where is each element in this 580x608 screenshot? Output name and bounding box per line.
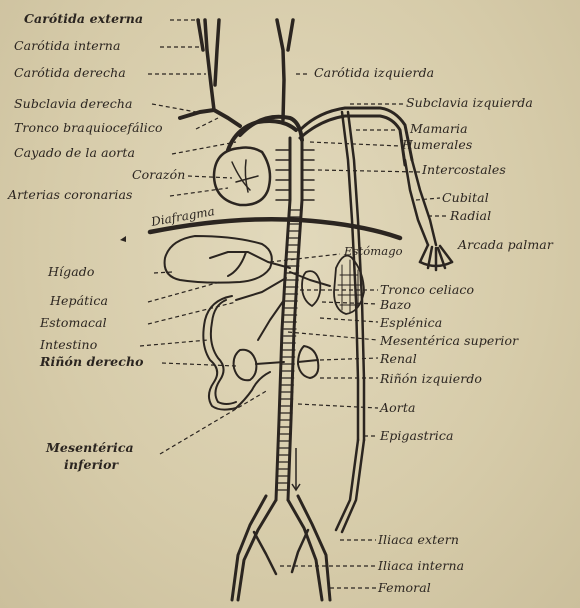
epigastric-lower — [336, 440, 364, 532]
spleen — [302, 271, 320, 306]
intercostal-arteries — [276, 150, 314, 200]
superior-mesenteric-artery — [258, 300, 284, 340]
label-humerales: Humerales — [402, 137, 472, 152]
label-corazon: Corazón — [132, 167, 185, 182]
label-carotida-derecha: Carótida derecha — [14, 65, 126, 80]
descending-aorta — [276, 138, 302, 500]
label-carotida-externa: Carótida externa — [24, 11, 143, 26]
liver — [165, 236, 272, 283]
label-carotida-interna: Carótida interna — [14, 38, 121, 53]
label-radial: Radial — [450, 208, 491, 223]
label-mesenterica-superior: Mesentérica superior — [380, 333, 518, 348]
celiac-trunk-branches — [210, 252, 330, 300]
label-mesenterica-inferior-2: inferior — [64, 457, 118, 472]
label-esplenica: Esplénica — [380, 315, 442, 330]
label-rinon-izquierdo: Riñón izquierdo — [380, 371, 482, 386]
flow-arrow — [292, 448, 300, 490]
common-iliac-arteries — [232, 496, 330, 600]
label-epigastrica: Epigastrica — [380, 428, 454, 443]
label-arterias-coronarias: Arterias coronarias — [8, 187, 133, 202]
stray-mark — [120, 236, 126, 242]
label-arcada-palmar: Arcada palmar — [458, 237, 553, 252]
label-bazo: Bazo — [380, 297, 411, 312]
label-aorta: Aorta — [380, 400, 416, 415]
right-subclavian-artery — [180, 110, 240, 126]
internal-iliac-arteries — [254, 530, 308, 574]
right-carotid-artery — [198, 20, 219, 110]
label-femoral: Femoral — [378, 580, 431, 595]
label-mamaria: Mamaria — [410, 121, 468, 136]
label-tronco-celiaco: Tronco celiaco — [380, 282, 474, 297]
label-intercostales: Intercostales — [422, 162, 506, 177]
right-kidney — [234, 350, 257, 381]
label-subclavia-derecha: Subclavia derecha — [14, 96, 133, 111]
label-hepatica: Hepática — [50, 293, 108, 308]
label-estomacal: Estomacal — [40, 315, 107, 330]
label-renal: Renal — [380, 351, 417, 366]
left-subclavian-artery — [300, 108, 412, 165]
label-estomago: Estómago — [344, 244, 403, 258]
label-intestino: Intestino — [40, 337, 97, 352]
label-higado: Hígado — [48, 264, 94, 279]
label-subclavia-izquierda: Subclavia izquierda — [406, 95, 533, 110]
label-mesenterica-inferior-1: Mesentérica — [46, 440, 134, 455]
label-tronco-braquiocefalico: Tronco braquiocefálico — [14, 120, 163, 135]
left-carotid-artery — [277, 20, 293, 120]
label-cayado-aorta: Cayado de la aorta — [14, 145, 135, 160]
heart — [214, 148, 270, 206]
label-iliaca-externa: Iliaca extern — [378, 532, 459, 547]
label-carotida-izquierda: Carótida izquierda — [314, 65, 434, 80]
label-rinon-derecho: Riñón derecho — [40, 354, 144, 369]
label-cubital: Cubital — [442, 190, 489, 205]
label-iliaca-interna: Iliaca interna — [378, 558, 464, 573]
mammary-epigastric-artery — [342, 112, 364, 440]
